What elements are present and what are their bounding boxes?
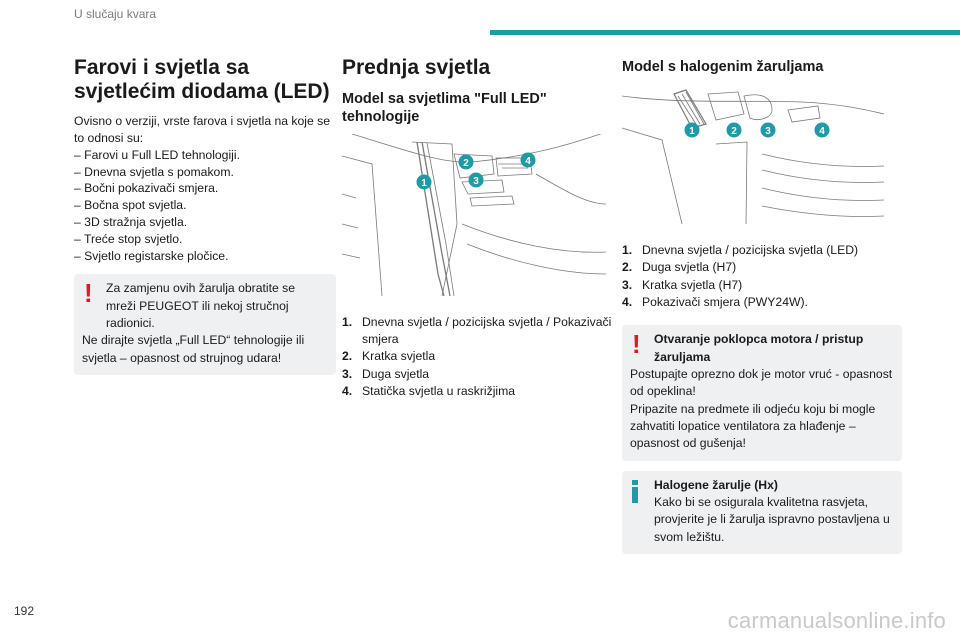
halogen-legend: 1.Dnevna svjetla / pozicijska svjetla (L… [622,242,902,311]
warning-text: Postupajte oprezno dok je motor vruć - o… [630,367,893,399]
callout-1: 1 [421,178,427,189]
list-item: Dnevna svjetla s pomakom. [74,164,336,181]
callout-2: 2 [731,126,737,137]
list-item: Farovi u Full LED tehnologiji. [74,147,336,164]
callout-4: 4 [819,126,825,137]
list-item: Bočna spot svjetla. [74,197,336,214]
column-led-lights: Farovi i svjetla sa svjetlećim diodama (… [74,50,336,376]
watermark: carmanualsonline.info [727,608,946,633]
full-led-legend: 1.Dnevna svjetla / pozicijska svjetla / … [342,314,618,401]
page-number: 192 [14,604,35,618]
legend-item: 1.Dnevna svjetla / pozicijska svjetla / … [342,314,612,347]
warning-text-2: Ne dirajte svjetla „Full LED“ tehnologij… [82,333,305,365]
callout-3: 3 [765,126,771,137]
exclamation-icon: ! [632,329,641,360]
warning-text: Za zamjenu ovih žarulja obratite se mrež… [106,281,296,331]
column-halogen: Model s halogenim žaruljama [621,50,902,555]
column-front-lights: Prednja svjetla Model sa svjetlima "Full… [341,50,618,414]
header-accent-bar [490,30,960,35]
legend-item: 3.Duga svjetla [342,366,430,381]
subtitle-full-led: Model sa svjetlima "Full LED" tehnologij… [342,90,547,125]
running-header: U slučaju kvara [74,7,157,21]
exclamation-icon: ! [84,278,93,309]
callout-3: 3 [473,176,479,187]
subtitle-halogen: Model s halogenim žaruljama [622,59,824,75]
list-item: 3D stražnja svjetla. [74,214,336,231]
legend-item: 1.Dnevna svjetla / pozicijska svjetla (L… [622,243,859,258]
warning-text-2: Pripazite na predmete ili odjeću koju bi… [630,401,876,451]
legend-item: 3.Kratka svjetla (H7) [622,277,743,292]
warning-title: Otvaranje poklopca motora / pristup žaru… [654,332,864,364]
hood-warning-panel: ! Otvaranje poklopca motora / pristup ža… [622,325,902,461]
legend-item: 2.Duga svjetla (H7) [622,260,737,275]
halogen-drawing: 1 2 3 4 [621,89,885,225]
info-icon [632,479,642,503]
list-item: Bočni pokazivači smjera. [74,180,336,197]
callout-4: 4 [525,156,531,167]
list-item: Treće stop svjetlo. [74,231,336,248]
section-title: Farovi i svjetla sa svjetlećim diodama (… [74,56,330,103]
legend-item: 4.Pokazivači smjera (PWY24W). [622,295,808,310]
callout-1: 1 [689,126,695,137]
legend-item: 4.Statička svjetla u raskrižjima [342,384,516,399]
callout-2: 2 [463,158,469,169]
warning-panel: ! Za zamjenu ovih žarulja obratite se mr… [74,274,336,376]
legend-item: 2.Kratka svjetla [342,349,436,364]
full-led-headlamp-illustration: 1 2 3 4 [341,131,607,296]
light-types-list: Farovi u Full LED tehnologiji. Dnevna sv… [74,147,336,265]
section-title-front: Prednja svjetla [342,56,491,79]
halogen-headlamp-illustration: 1 2 3 4 [621,84,885,225]
info-panel: Halogene žarulje (Hx) Kako bi se osigura… [622,470,902,555]
intro-text: Ovisno o verziji, vrste farova i svjetla… [74,114,331,145]
info-text: Kako bi se osigurala kvalitetna rasvjeta… [654,495,890,544]
headlamp-drawing: 1 2 3 4 [341,131,607,296]
info-title: Halogene žarulje (Hx) [654,477,778,492]
list-item: Svjetlo registarske pločice. [74,248,336,265]
